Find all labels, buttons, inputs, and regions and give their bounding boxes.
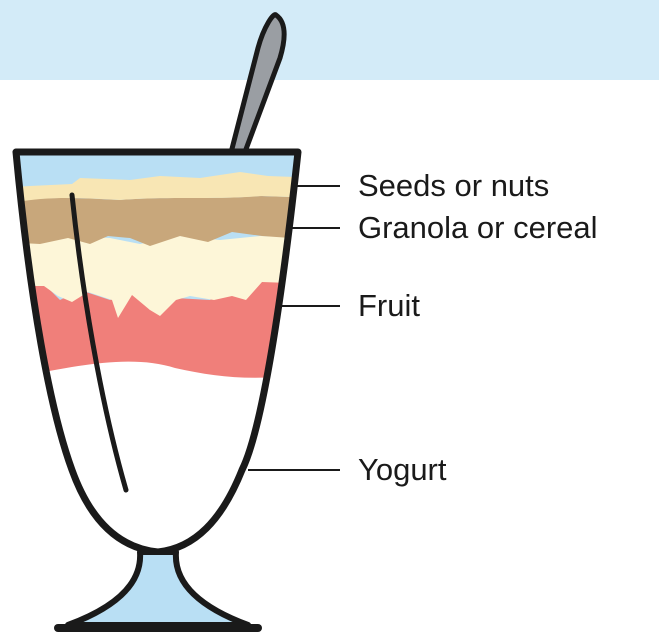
label-fruit: Fruit: [358, 288, 420, 324]
glass-stem: [68, 552, 248, 625]
label-yogurt: Yogurt: [358, 452, 447, 488]
label-seeds-or-nuts: Seeds or nuts: [358, 168, 549, 204]
label-granola-or-cereal: Granola or cereal: [358, 210, 598, 246]
